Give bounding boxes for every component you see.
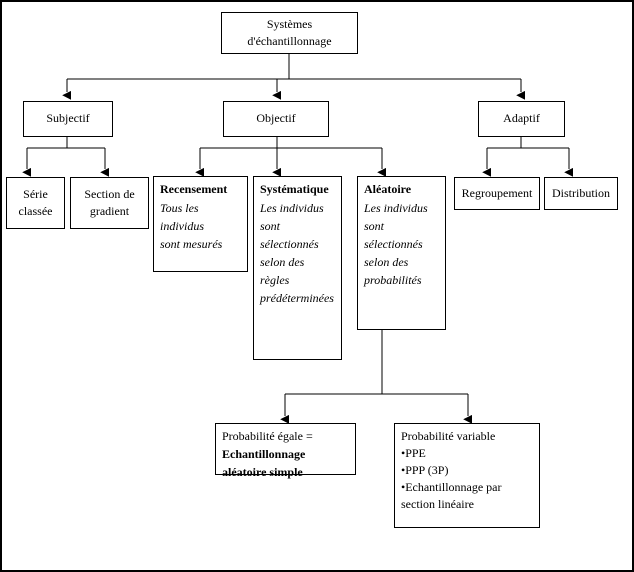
node-regroupement[interactable]: Regroupement — [454, 177, 540, 210]
node-objectif[interactable]: Objectif — [223, 101, 329, 137]
node-systematique-header: Systématique — [260, 182, 329, 196]
node-recensement[interactable]: Recensement Tous les individus sont mesu… — [153, 176, 248, 272]
node-subjectif[interactable]: Subjectif — [23, 101, 113, 137]
node-systematique-desc4: prédéterminées — [260, 291, 334, 306]
node-aleatoire-desc2: sont sélectionnés — [364, 219, 423, 252]
node-regroupement-label: Regroupement — [461, 185, 533, 200]
node-systematique[interactable]: Systématique Les individus sont sélectio… — [253, 176, 342, 360]
node-probabilite-variable-bullet3-cont: section linéaire — [401, 497, 474, 512]
node-aleatoire-desc4: probabilités — [364, 273, 422, 288]
node-root-line2: d'échantillonnage — [247, 34, 332, 48]
node-section-gradient[interactable]: Section de gradient — [70, 177, 149, 229]
node-root[interactable]: Systèmes d'échantillonnage — [221, 12, 358, 54]
node-recensement-desc2: sont mesurés — [160, 237, 223, 252]
node-systematique-desc2: sont sélectionnés — [260, 219, 319, 252]
node-probabilite-egale[interactable]: Probabilité égale = Echantillonnage aléa… — [215, 423, 356, 479]
node-probabilite-variable-bullet1: PPE — [401, 445, 534, 462]
node-recensement-desc1: Tous les individus — [160, 201, 204, 234]
node-serie-classee[interactable]: Série classée — [6, 177, 65, 229]
node-probabilite-egale-bold1: Echantillonnage — [222, 447, 306, 462]
node-systematique-desc3: selon des règles — [260, 255, 305, 288]
node-aleatoire-header: Aléatoire — [364, 182, 412, 196]
node-section-gradient-line1: Section de — [84, 186, 135, 201]
node-adaptif-label: Adaptif — [503, 111, 540, 126]
node-serie-classee-line2: classée — [18, 204, 53, 218]
node-subjectif-label: Subjectif — [46, 111, 90, 126]
node-objectif-label: Objectif — [256, 111, 296, 126]
node-systematique-desc1: Les individus — [260, 201, 324, 216]
node-probabilite-egale-bold2: aléatoire simple — [222, 465, 303, 480]
node-recensement-header: Recensement — [160, 182, 228, 196]
node-probabilite-variable[interactable]: Probabilité variable PPE PPP (3P) Echant… — [394, 423, 540, 528]
node-aleatoire[interactable]: Aléatoire Les individus sont sélectionné… — [357, 176, 446, 330]
node-probabilite-egale-line1: Probabilité égale = — [222, 429, 313, 443]
node-serie-classee-line1: Série — [23, 186, 48, 201]
node-distribution[interactable]: Distribution — [544, 177, 618, 210]
node-probabilite-variable-bullet2: PPP (3P) — [401, 462, 534, 479]
node-probabilite-variable-bullet3: Echantillonnage par — [401, 479, 534, 496]
node-distribution-label: Distribution — [551, 185, 610, 200]
node-aleatoire-desc3: selon des — [364, 255, 409, 270]
node-section-gradient-line2: gradient — [89, 204, 130, 218]
node-adaptif[interactable]: Adaptif — [478, 101, 565, 137]
node-probabilite-variable-line1: Probabilité variable — [401, 429, 496, 443]
node-root-line1: Systèmes — [266, 16, 313, 31]
node-aleatoire-desc1: Les individus — [364, 201, 428, 216]
